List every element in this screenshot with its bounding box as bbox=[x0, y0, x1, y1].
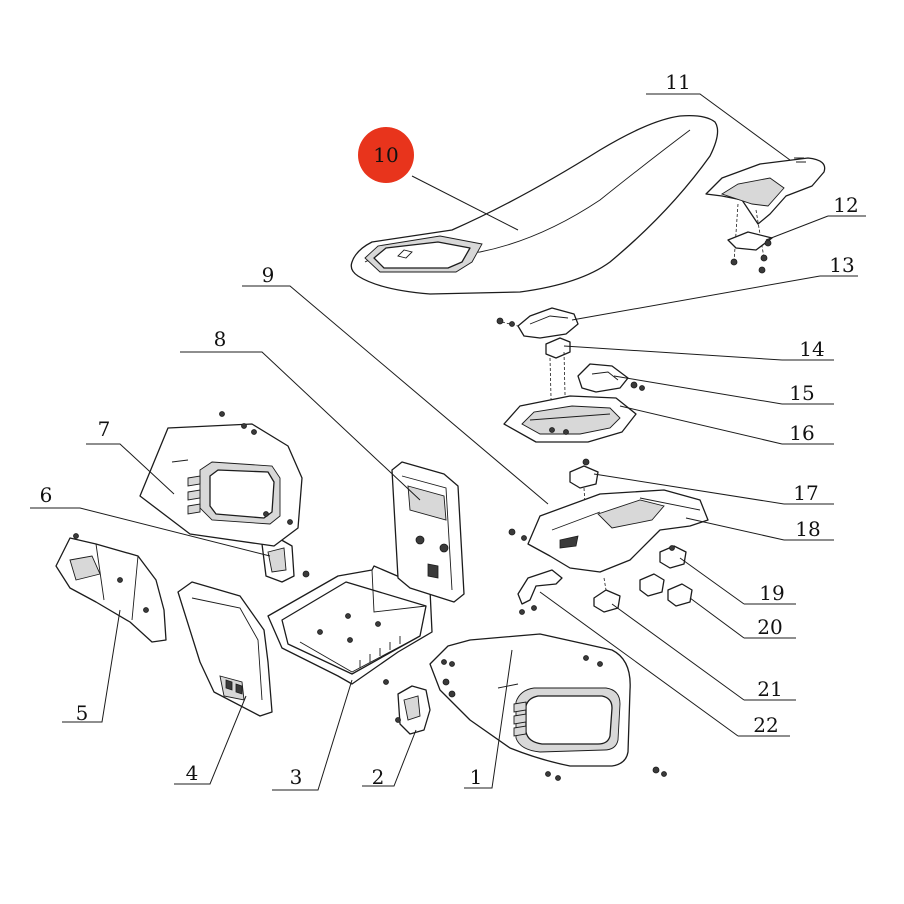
part-5-left-panel[interactable] bbox=[55, 533, 167, 643]
callout-10: 10 bbox=[373, 143, 398, 167]
callout-11: 11 bbox=[665, 70, 690, 94]
callout-2: 2 bbox=[372, 765, 385, 789]
part-18-carrier-frame[interactable] bbox=[508, 489, 709, 573]
part-10-seat[interactable] bbox=[350, 114, 719, 295]
part-19-clip[interactable] bbox=[659, 545, 687, 569]
part-22-hanger[interactable] bbox=[517, 569, 563, 615]
highlight-circle bbox=[358, 127, 414, 183]
part-2-switch[interactable] bbox=[383, 679, 431, 735]
leader-lines bbox=[30, 93, 866, 791]
callout-7: 7 bbox=[98, 417, 111, 441]
part-20-clip[interactable] bbox=[639, 573, 693, 607]
callout-labels: 10 11 12 13 14 15 16 17 18 19 20 21 22 9… bbox=[40, 70, 859, 789]
part-1-side-panel[interactable] bbox=[429, 633, 667, 781]
part-8-vertical-bracket[interactable] bbox=[391, 461, 465, 603]
callout-9: 9 bbox=[262, 263, 275, 287]
callout-17: 17 bbox=[793, 481, 818, 505]
callout-6: 6 bbox=[40, 483, 53, 507]
callout-19: 19 bbox=[759, 581, 784, 605]
part-16-storage-tray[interactable] bbox=[503, 395, 637, 443]
callout-14: 14 bbox=[799, 337, 824, 361]
callout-3: 3 bbox=[290, 765, 303, 789]
part-3-battery-box[interactable] bbox=[267, 565, 433, 685]
part-7-inner-panel[interactable] bbox=[139, 411, 303, 547]
part-15-latch-bracket[interactable] bbox=[577, 363, 645, 393]
part-17-mount[interactable] bbox=[569, 458, 599, 521]
callout-18: 18 bbox=[795, 517, 820, 541]
part-13-seat-latch[interactable] bbox=[496, 307, 579, 339]
callout-8: 8 bbox=[214, 327, 227, 351]
part-12-bracket-plate[interactable] bbox=[727, 231, 773, 274]
callout-20: 20 bbox=[757, 615, 782, 639]
part-6-relay[interactable] bbox=[261, 537, 310, 583]
callout-15: 15 bbox=[789, 381, 814, 405]
callout-4: 4 bbox=[186, 761, 199, 785]
callout-22: 22 bbox=[753, 713, 778, 737]
callout-12: 12 bbox=[833, 193, 858, 217]
callout-1: 1 bbox=[470, 765, 483, 789]
callout-5: 5 bbox=[76, 701, 89, 725]
callout-21: 21 bbox=[757, 677, 782, 701]
part-11-rear-cowl[interactable] bbox=[705, 157, 826, 263]
callout-13: 13 bbox=[829, 253, 854, 277]
callout-16: 16 bbox=[789, 421, 814, 445]
part-4-cover[interactable] bbox=[177, 581, 273, 717]
